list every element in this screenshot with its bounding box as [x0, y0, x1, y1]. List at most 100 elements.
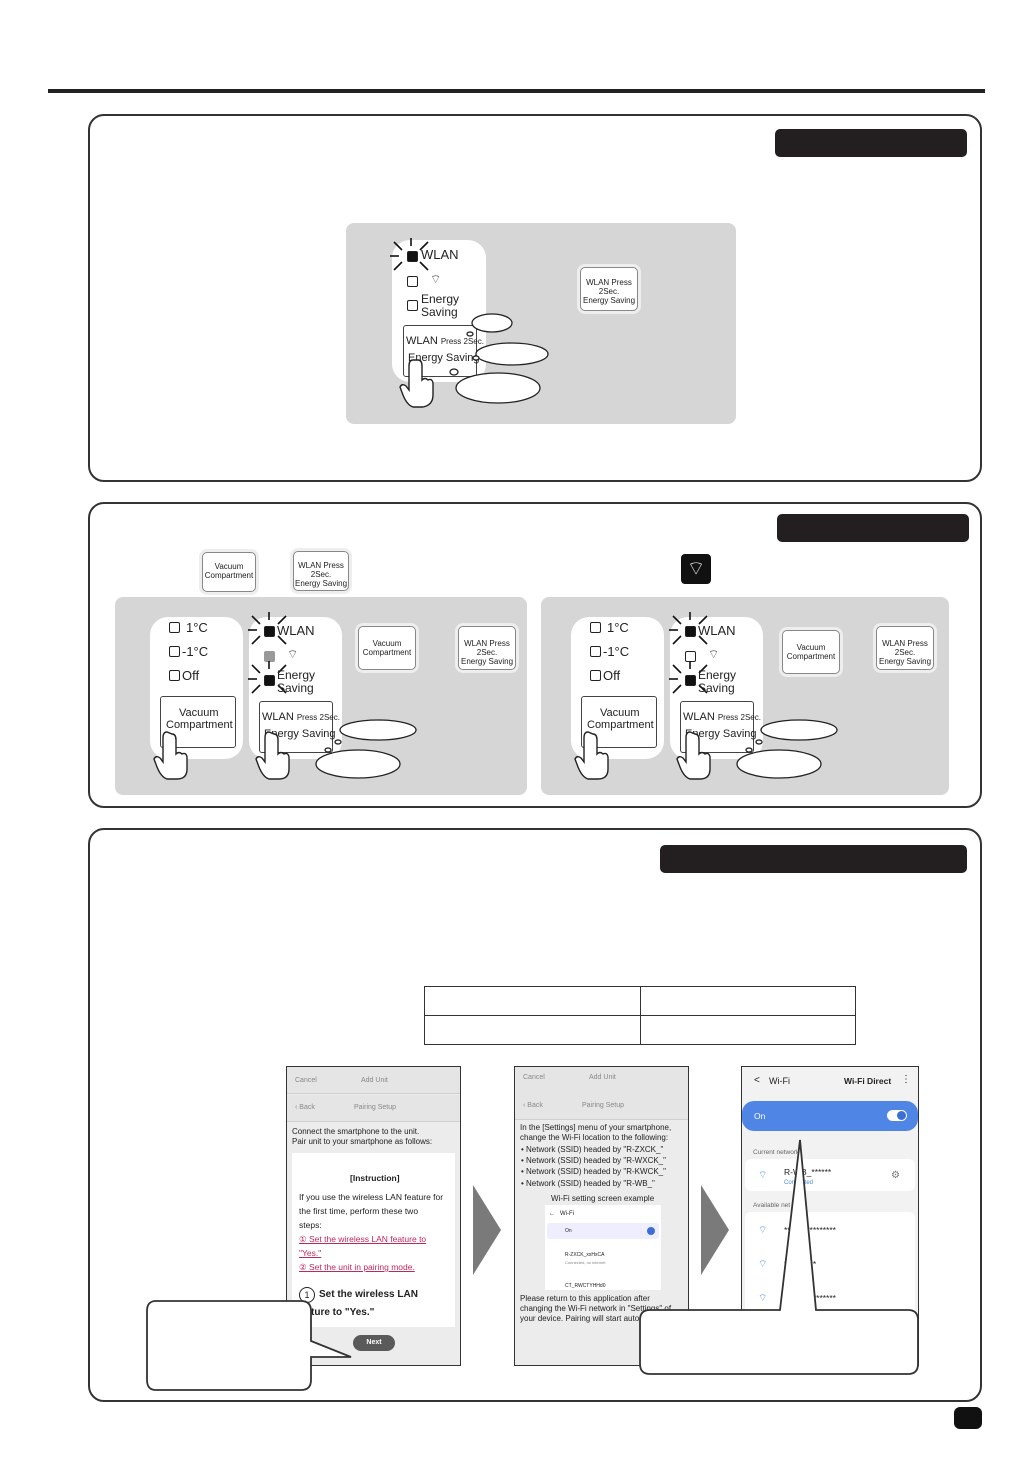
- info-table: [424, 986, 856, 1045]
- section-3-tag: [660, 845, 967, 873]
- phone-header: Cancel Add Unit: [287, 1067, 460, 1094]
- temp-minus1-label: -1°C: [603, 644, 630, 659]
- setup-line-2: change the Wi-Fi location to the followi…: [520, 1133, 669, 1142]
- more-options-icon[interactable]: ⋮: [901, 1074, 911, 1085]
- wifi-indicator: [407, 276, 418, 287]
- wifi-on-label: On: [754, 1111, 766, 1121]
- wlan-label: WLAN: [421, 247, 459, 262]
- button-energy-label: Energy Saving: [408, 352, 480, 364]
- energy-saving-label-line2: Saving: [698, 681, 735, 695]
- instruction-card: [292, 1153, 455, 1327]
- key-button-vacuum: Vacuum Compartment: [782, 630, 840, 674]
- callout-bubble-next: [146, 1300, 352, 1391]
- blink-rays-icon: [248, 661, 287, 694]
- setup-line-1: In the [Settings] menu of your smartphon…: [520, 1123, 672, 1132]
- step-arrow-icon: [473, 1185, 501, 1275]
- ssid-item-2: • Network (SSID) headed by "R-WXCK_": [521, 1156, 666, 1165]
- table-row: [424, 986, 856, 1016]
- current-network-name: R-WB_******: [784, 1167, 832, 1177]
- cancel-link[interactable]: Cancel: [523, 1074, 545, 1081]
- energy-saving-label-line1: Energy: [277, 668, 316, 682]
- mini-net-name: R-ZXCK_xxHxCA: [565, 1252, 605, 1258]
- mini-net-name-2: CT_RWCTYHHd0: [565, 1283, 606, 1289]
- instruction-body-2: the first time, perform these two: [299, 1206, 419, 1216]
- step-1-link[interactable]: ① Set the wireless LAN feature to: [299, 1234, 427, 1244]
- blink-rays-icon: [248, 612, 287, 645]
- blink-rays-icon: [390, 238, 429, 271]
- after-line-1: Please return to this application after: [520, 1294, 650, 1303]
- button-wlan-label: WLAN Press 2Sec.: [683, 711, 761, 723]
- ssid-item-3: • Network (SSID) headed by "R-KWCK_": [521, 1167, 666, 1176]
- wlan-indicator: [264, 626, 275, 637]
- step-title-1: Set the wireless LAN: [319, 1289, 418, 1300]
- wlan-label: WLAN: [277, 623, 315, 638]
- after-line-2: changing the Wi-Fi network in "Settings"…: [520, 1304, 672, 1313]
- step-1-link-cont[interactable]: "Yes.": [299, 1248, 322, 1258]
- step-arrow-icon: [701, 1185, 729, 1275]
- cancel-link[interactable]: Cancel: [295, 1077, 317, 1084]
- back-button[interactable]: ‹ Back: [295, 1104, 315, 1111]
- pointing-hand-icon: [255, 731, 290, 780]
- key-button-wlan-energy: WLAN Press 2Sec. Energy Saving: [580, 267, 638, 311]
- key-button-vacuum-inline: Vacuum Compartment: [202, 552, 256, 592]
- ssid-item-1: • Network (SSID) headed by "R-ZXCK_": [521, 1145, 664, 1154]
- wlan-energy-button[interactable]: [680, 701, 754, 753]
- vacuum-label-2: Compartment: [166, 719, 233, 731]
- page-number-badge: [954, 1407, 982, 1429]
- callout-bubble-network: [639, 1139, 919, 1375]
- energy-saving-label-line1: Energy: [421, 292, 460, 306]
- mini-wifi-screen: ← Wi-Fi On R-ZXCK_xxHxCA Connected, no i…: [545, 1205, 661, 1290]
- vacuum-label-1: Vacuum: [600, 707, 640, 719]
- wlan-indicator: [407, 251, 418, 262]
- mini-toggle: [647, 1227, 655, 1235]
- next-button[interactable]: Next: [353, 1335, 395, 1351]
- pointing-hand-icon: [399, 359, 434, 408]
- intro-line-1: Connect the smartphone to the unit.: [292, 1127, 420, 1136]
- section-2-tag: [777, 514, 969, 542]
- network-row-1[interactable]: ** *************: [784, 1225, 836, 1235]
- instruction-body-3: steps:: [299, 1220, 322, 1230]
- wifi-signal-icon: ⌔: [758, 1170, 768, 1181]
- example-caption: Wi-Fi setting screen example: [551, 1194, 655, 1203]
- wifi-toggle[interactable]: [887, 1110, 907, 1121]
- temp-1-indicator: [169, 622, 180, 633]
- step-title-2: ture to "Yes.": [311, 1307, 375, 1318]
- current-network-row[interactable]: [745, 1159, 915, 1191]
- mini-on-bar: [547, 1223, 659, 1239]
- blink-rays-icon: [669, 661, 708, 694]
- energy-saving-indicator: [407, 300, 418, 311]
- temp-minus1-label: -1°C: [182, 644, 209, 659]
- gear-icon[interactable]: ⚙: [891, 1170, 900, 1181]
- energy-saving-indicator: [685, 675, 696, 686]
- wifi-direct-link[interactable]: Wi-Fi Direct: [844, 1076, 892, 1086]
- back-button[interactable]: ‹ Back: [523, 1102, 543, 1109]
- temp-off-indicator: [590, 670, 601, 681]
- temp-off-indicator: [169, 670, 180, 681]
- wifi-signal-icon: ⌔: [758, 1293, 768, 1304]
- wlan-label: WLAN: [698, 623, 736, 638]
- step-2-link[interactable]: ② Set the unit in pairing mode.: [299, 1262, 415, 1272]
- key-button-wlan-energy: WLAN Press 2Sec. Energy Saving: [876, 626, 934, 670]
- vacuum-button-2b[interactable]: [581, 696, 657, 748]
- pointing-hand-icon: [676, 731, 711, 780]
- thought-bubbles-icon: [449, 313, 549, 404]
- wifi-back-button[interactable]: <: [754, 1075, 760, 1086]
- current-network-label: Current network: [753, 1149, 800, 1156]
- button-energy-label: Energy Saving: [685, 728, 757, 740]
- screen-title: Add Unit: [361, 1077, 388, 1084]
- energy-saving-label-line1: Energy: [698, 668, 737, 682]
- phone-screen-pairing-instruction: Cancel Add Unit ‹ Back Pairing Setup Con…: [286, 1066, 461, 1366]
- temp-1-indicator: [590, 622, 601, 633]
- phone-header: Cancel Add Unit: [515, 1067, 688, 1094]
- pointing-hand-icon: [574, 731, 609, 780]
- after-line-3: your device. Pairing will start auto: [520, 1314, 640, 1323]
- wifi-connected-icon: ⌔: [681, 554, 711, 584]
- wifi-title: Wi-Fi: [769, 1076, 790, 1086]
- screen-title: Add Unit: [589, 1074, 616, 1081]
- instruction-body-1: If you use the wireless LAN feature for: [299, 1192, 444, 1202]
- vacuum-label-2: Compartment: [587, 719, 654, 731]
- wifi-signal-icon: ⌔: [758, 1225, 768, 1236]
- screen-subtitle: Pairing Setup: [354, 1104, 397, 1111]
- wifi-icon: ⌔: [708, 647, 720, 661]
- temp-1-label: 1°C: [607, 620, 629, 635]
